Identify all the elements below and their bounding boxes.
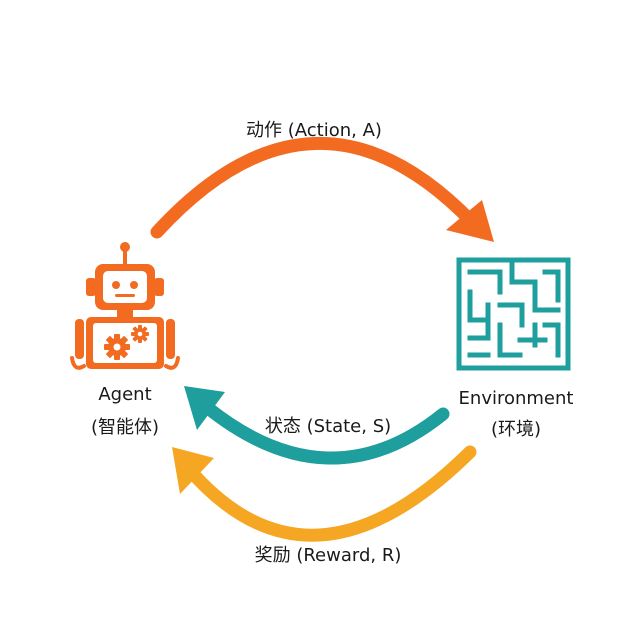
gear-icon xyxy=(104,334,130,360)
gear-icon xyxy=(131,325,149,343)
robot-icon xyxy=(70,242,180,370)
agent-name: Agent xyxy=(98,384,152,405)
environment-name: Environment xyxy=(458,388,574,409)
maze-icon xyxy=(456,257,571,371)
agent-subtitle: (智能体) xyxy=(90,417,160,438)
action-label: 动作 (Action, A) xyxy=(246,120,382,141)
action-arrow xyxy=(150,136,494,242)
environment-subtitle: (环境) xyxy=(490,419,542,440)
state-label: 状态 (State, S) xyxy=(264,416,392,437)
state-arrow xyxy=(184,386,450,465)
reward-label: 奖励 (Reward, R) xyxy=(254,545,402,566)
reward-arrow xyxy=(172,445,477,542)
